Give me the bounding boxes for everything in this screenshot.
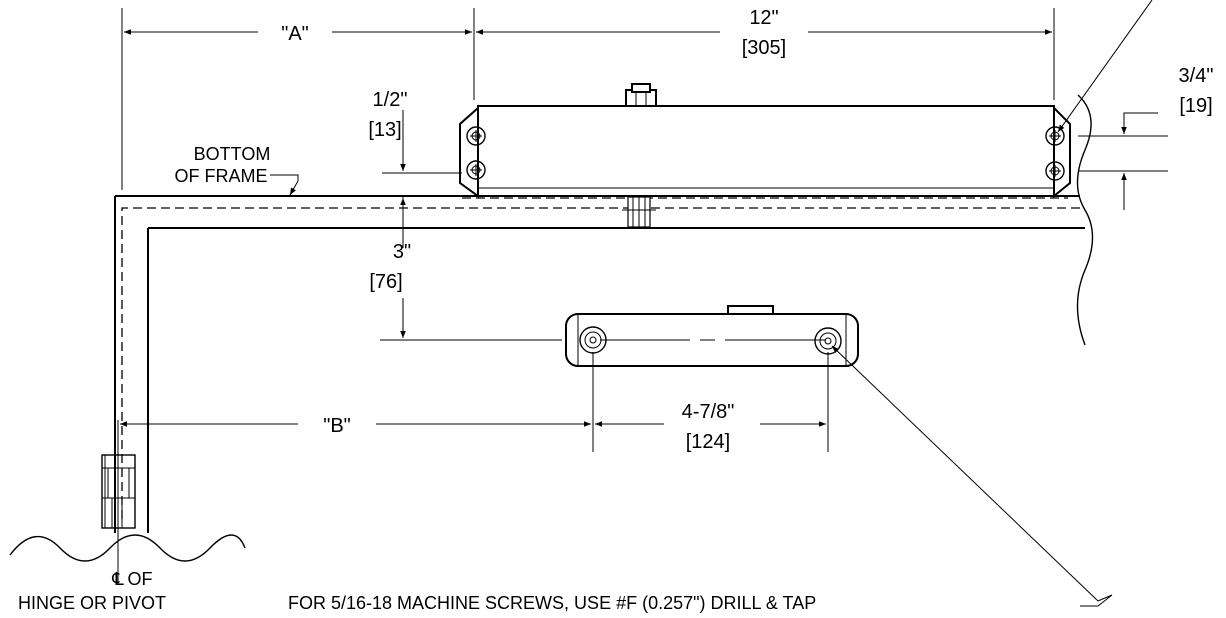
dimension-three-quarter-inch: 3/4" [19] <box>1078 65 1213 210</box>
closer-right-screw-upper <box>1045 126 1065 146</box>
dimension-3-inch: 3" [76] <box>369 196 562 341</box>
bottom-of-frame-label-line2: OF FRAME <box>175 166 268 186</box>
dimension-half-inch: 1/2" [13] <box>368 89 462 236</box>
centerline-of-label: OF <box>128 569 153 589</box>
screw-note-leader <box>831 345 1113 607</box>
closer-left-screw-upper <box>466 126 486 146</box>
dimension-3-4-inch-label: 3/4" <box>1179 65 1214 87</box>
screw-note-label: FOR 5/16-18 MACHINE SCREWS, USE #F (0.25… <box>288 593 816 613</box>
dimension-a: "A" <box>121 8 1055 190</box>
dimension-13-mm-label: [13] <box>368 119 401 141</box>
floor-break-line <box>9 534 246 562</box>
dimension-b: "B" <box>120 352 829 452</box>
centerline-symbol: ℄ <box>111 569 124 589</box>
dimension-half-inch-label: 1/2" <box>373 89 408 111</box>
dimension-305-mm-label: [305] <box>742 37 786 59</box>
dimension-4-7-8-inch-label: 4-7/8" <box>682 401 735 423</box>
dimension-76-mm-label: [76] <box>369 271 402 293</box>
dimension-124-mm-label: [124] <box>686 431 730 453</box>
wall-break-line <box>1076 94 1094 346</box>
bottom-of-frame-label-line1: BOTTOM <box>194 144 271 164</box>
dimension-b-label: "B" <box>323 415 351 437</box>
dimension-a-label: "A" <box>281 23 309 45</box>
dimension-12-inch-label: 12" <box>749 7 778 29</box>
closer-left-screw-lower <box>466 160 486 180</box>
dimension-19-mm-label: [19] <box>1179 95 1212 117</box>
upper-screw-leader <box>1057 0 1153 133</box>
arm-shoe-bracket <box>565 305 859 367</box>
closer-right-screw-lower <box>1045 161 1065 181</box>
hinge-or-pivot-label: HINGE OR PIVOT <box>18 593 166 613</box>
dimension-12-inch: 12" [305] <box>476 7 1052 59</box>
bottom-of-frame-leader <box>270 174 299 196</box>
dimension-3-inch-label: 3" <box>393 241 411 263</box>
dimension-hole-spacing: 4-7/8" [124] <box>595 401 826 453</box>
closer-body <box>459 83 1071 228</box>
